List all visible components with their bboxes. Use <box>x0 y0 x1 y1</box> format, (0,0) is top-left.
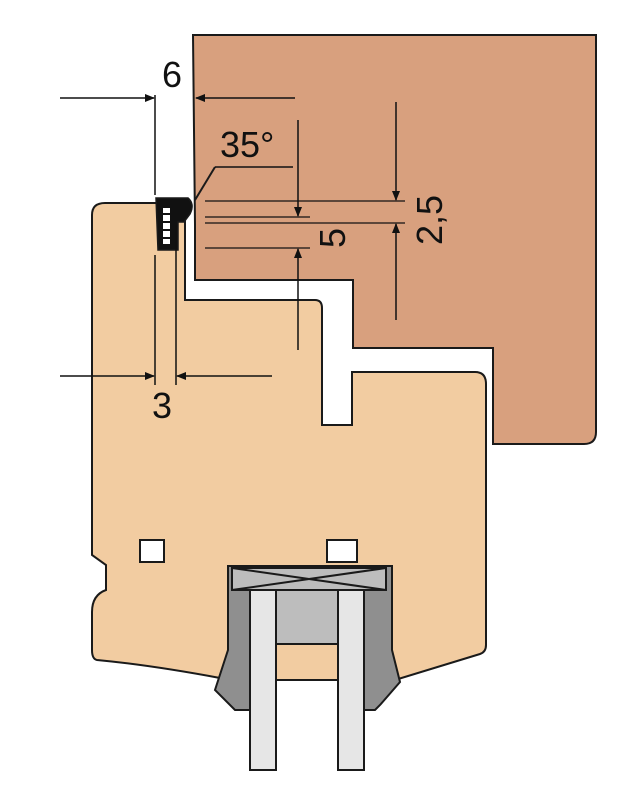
gasket-inner <box>163 208 170 244</box>
sash-groove-left <box>139 539 165 563</box>
frame-chamfer <box>194 166 216 201</box>
sash-profile <box>91 202 487 681</box>
sash-gasket <box>155 197 193 251</box>
dim-25-label: 2,5 <box>409 195 450 245</box>
dim-6-label: 6 <box>162 54 182 95</box>
sash-groove-right <box>326 539 358 563</box>
frame-profile <box>191 34 597 445</box>
dim-3-label: 3 <box>152 385 172 426</box>
glass-pane-left <box>249 589 277 771</box>
dim-35-label: 35° <box>220 124 274 165</box>
spacer-cross-2 <box>231 567 387 591</box>
dim-5-label: 5 <box>312 228 353 248</box>
glass-pane-right <box>337 589 365 771</box>
